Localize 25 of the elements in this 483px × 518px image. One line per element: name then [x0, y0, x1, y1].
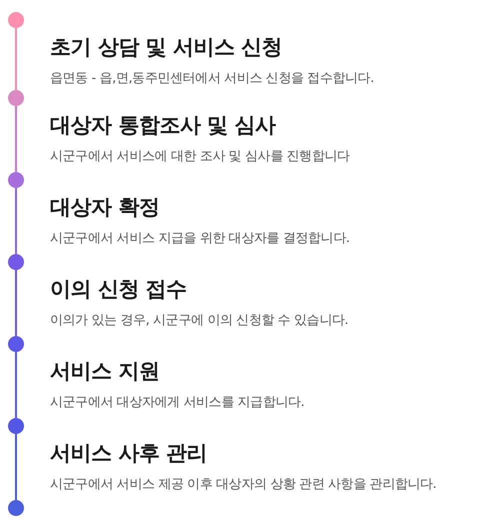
step-description: 시군구에서 서비스 제공 이후 대상자의 상황 관련 사항을 관리합니다.: [50, 476, 436, 493]
step-description: 읍면동 - 읍,면,동주민센터에서 서비스 신청을 접수합니다.: [50, 70, 374, 87]
timeline-dot: [8, 172, 24, 188]
timeline-line: [15, 270, 17, 336]
step-description: 시군구에서 서비스에 대한 조사 및 심사를 진행합니다: [50, 148, 350, 165]
step-description: 시군구에서 서비스 지급을 위한 대상자를 결정합니다.: [50, 230, 350, 247]
timeline-dot: [8, 12, 24, 28]
step-heading: 서비스 지원: [50, 358, 160, 385]
step-heading: 대상자 통합조사 및 심사: [50, 112, 276, 139]
timeline-line: [15, 434, 17, 500]
timeline-line: [15, 106, 17, 172]
timeline-dot: [8, 336, 24, 352]
timeline-line: [15, 188, 17, 254]
timeline-line: [15, 28, 17, 90]
step-heading: 초기 상담 및 서비스 신청: [50, 34, 282, 61]
step-description: 시군구에서 대상자에게 서비스를 지급합니다.: [50, 394, 304, 411]
timeline-dot: [8, 500, 24, 516]
timeline-dot: [8, 254, 24, 270]
step-description: 이의가 있는 경우, 시군구에 이의 신청할 수 있습니다.: [50, 312, 348, 329]
step-heading: 이의 신청 접수: [50, 276, 187, 303]
timeline-dot: [8, 418, 24, 434]
step-heading: 대상자 확정: [50, 194, 160, 221]
step-heading: 서비스 사후 관리: [50, 440, 208, 467]
timeline-line: [15, 352, 17, 418]
timeline-dot: [8, 90, 24, 106]
